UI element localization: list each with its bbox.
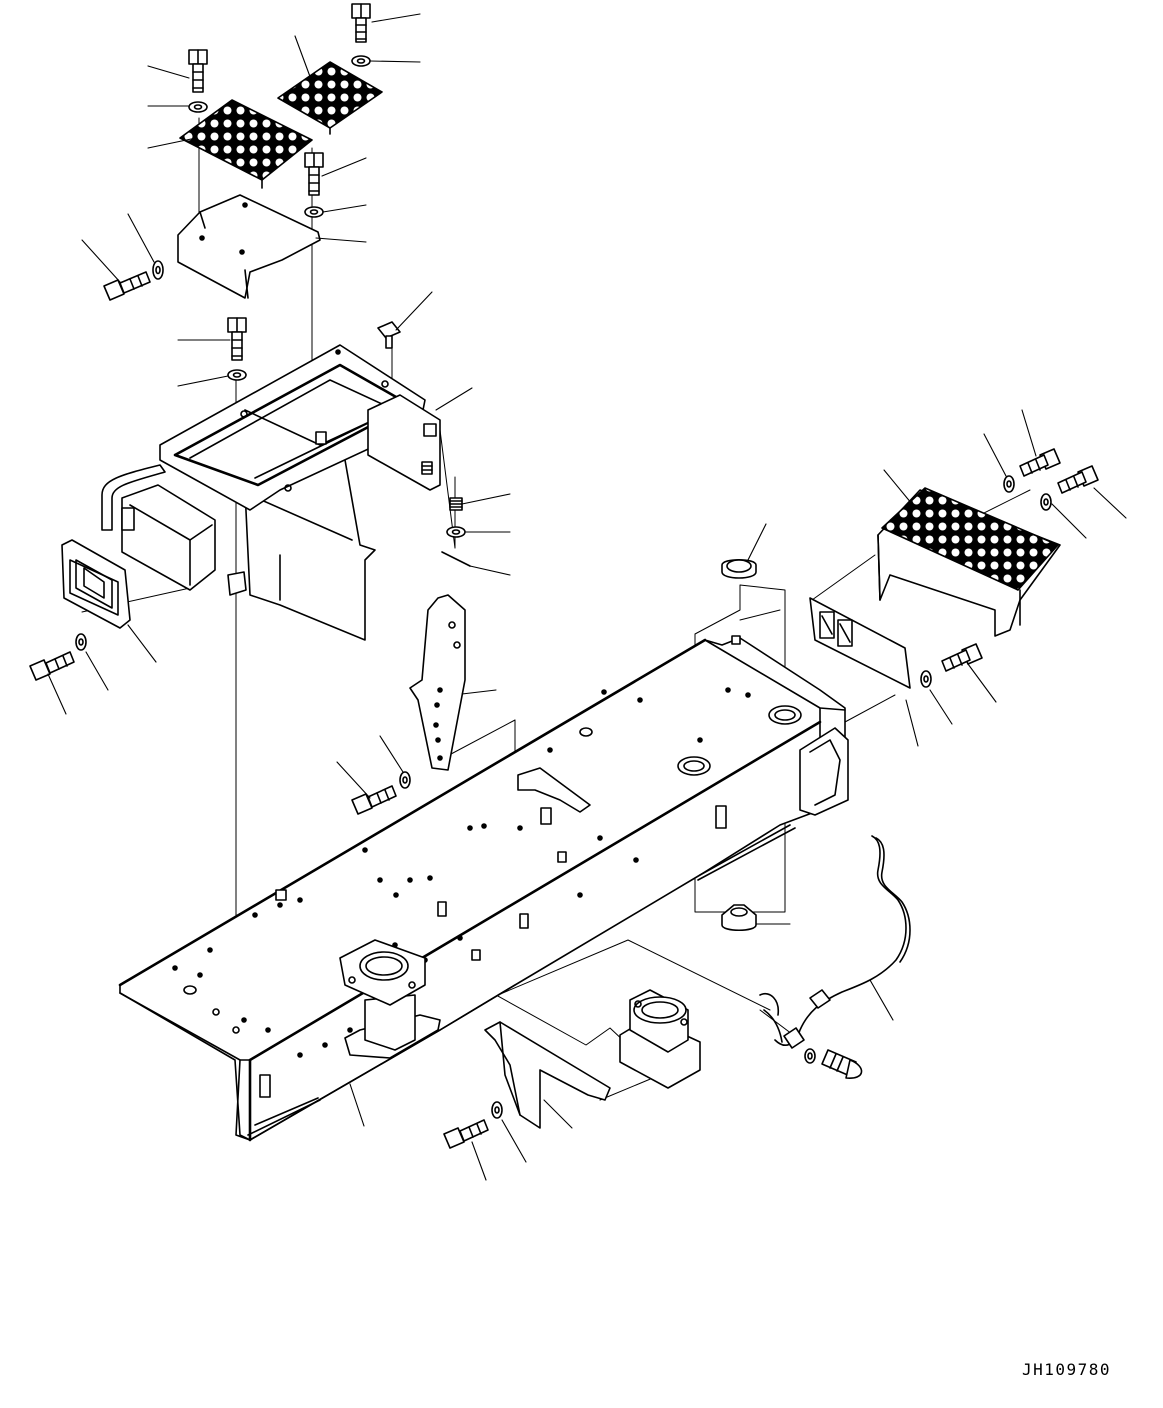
drawing-code: JH109780 <box>1022 1360 1112 1379</box>
bolt-3 <box>304 152 324 196</box>
spring-mounted <box>421 461 433 475</box>
callout-leaders <box>47 13 1127 1181</box>
front-bracket <box>484 1021 611 1129</box>
bolt-6 <box>29 651 75 681</box>
swing-mount-block <box>619 989 701 1089</box>
rubber-grommets <box>721 558 757 932</box>
side-bracket-plate <box>409 594 466 771</box>
frame-pedestal <box>339 939 441 1059</box>
rear-cover-plate <box>809 597 911 689</box>
bolt-1 <box>351 3 371 43</box>
bolt-12 <box>821 1049 863 1079</box>
frame-holes <box>172 687 751 1058</box>
bolts <box>29 3 1099 1149</box>
bolt-10 <box>1057 465 1099 494</box>
bolt-4 <box>227 317 247 361</box>
bolt-7 <box>351 785 397 815</box>
small-pin <box>377 321 401 349</box>
rear-step <box>877 487 1061 637</box>
bolt-11 <box>941 643 983 672</box>
top-cover-plate <box>177 194 321 299</box>
bolt-8 <box>443 1119 489 1149</box>
main-frame <box>118 635 849 1142</box>
upper-box-assembly <box>101 344 441 596</box>
wire-harness <box>759 835 911 1049</box>
bolt-2 <box>188 49 208 93</box>
bolt-5 <box>103 271 151 301</box>
bolt-9 <box>1019 448 1061 477</box>
spring <box>449 497 463 511</box>
front-plate <box>61 539 131 629</box>
anti-slip-step-right <box>277 61 383 135</box>
anti-slip-step-left <box>179 99 313 189</box>
